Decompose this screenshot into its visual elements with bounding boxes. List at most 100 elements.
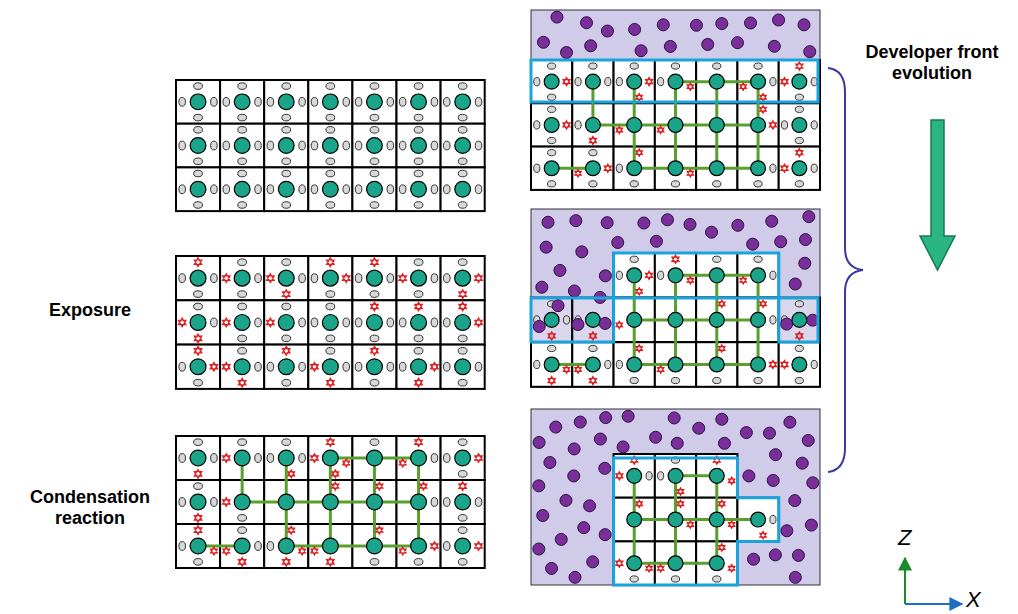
ligand	[458, 439, 467, 446]
activated-site	[781, 164, 788, 172]
lattice-cell	[176, 124, 220, 168]
ligand	[475, 185, 482, 194]
ligand	[605, 78, 611, 86]
developer-molecule	[804, 46, 816, 58]
process-label: Developer front evolution	[852, 42, 1012, 83]
activated-site	[420, 482, 427, 490]
lattice-cell	[531, 298, 572, 343]
ligand	[458, 471, 467, 478]
metal-center	[190, 494, 206, 510]
activated-site	[311, 362, 319, 371]
lattice-cell	[441, 300, 485, 344]
ligand	[458, 170, 467, 177]
activated-site	[760, 300, 766, 307]
ligand	[355, 362, 362, 371]
lattice-cell	[441, 124, 485, 168]
ligand	[671, 181, 679, 187]
metal-center	[585, 118, 600, 133]
lattice-cell	[441, 436, 485, 480]
metal-center	[668, 268, 683, 283]
activated-site	[475, 318, 483, 327]
developer-molecule	[568, 285, 580, 297]
ligand	[370, 127, 379, 134]
activated-site	[311, 454, 319, 463]
lattice-cell	[352, 124, 396, 168]
developer-molecule	[536, 281, 548, 293]
ligand	[414, 158, 423, 165]
ligand	[414, 559, 423, 566]
ligand	[443, 542, 450, 551]
ligand	[431, 141, 438, 150]
metal-center	[455, 181, 471, 197]
activated-site	[459, 482, 467, 491]
developer-molecule	[796, 457, 808, 469]
lattice-cell	[220, 124, 264, 168]
metal-center	[709, 74, 724, 89]
activated-site	[760, 94, 766, 101]
ligand	[238, 83, 247, 90]
activated-site	[399, 547, 406, 555]
activated-site	[677, 500, 683, 507]
developer-molecule	[775, 236, 787, 248]
activated-site	[589, 376, 596, 384]
developer-molecule	[552, 300, 564, 312]
activated-site	[677, 488, 683, 495]
grid	[176, 256, 485, 389]
ligand	[754, 377, 762, 383]
lattice-cell	[352, 167, 396, 211]
ligand	[370, 291, 379, 298]
developer-molecule	[587, 556, 599, 568]
x-axis	[905, 603, 962, 605]
developer-molecule	[551, 11, 563, 23]
activated-site	[563, 121, 570, 129]
ligand	[458, 114, 467, 121]
metal-center	[278, 359, 294, 375]
metal-center	[709, 118, 724, 133]
metal-center	[278, 94, 294, 110]
grid	[614, 454, 779, 585]
developer-molecule	[766, 215, 778, 227]
ligand	[443, 274, 450, 283]
metal-center	[627, 357, 642, 372]
developer-molecule	[789, 278, 801, 290]
ligand	[179, 274, 186, 283]
metal-center	[367, 450, 383, 466]
ligand	[194, 439, 203, 446]
ligand	[267, 542, 274, 551]
ligand	[443, 362, 450, 371]
ligand	[399, 97, 406, 106]
metal-center	[411, 315, 427, 331]
developer-molecule	[578, 522, 590, 534]
ligand	[311, 274, 318, 283]
developer-molecule	[599, 270, 611, 282]
ligand	[326, 83, 335, 90]
developer-molecule	[740, 427, 752, 439]
developer-molecule	[574, 416, 586, 428]
activated-site	[399, 459, 406, 467]
ligand	[431, 274, 438, 283]
metal-center	[751, 312, 766, 327]
activated-site	[371, 346, 379, 355]
lattice-cell	[308, 300, 352, 344]
ligand	[589, 150, 597, 156]
ligand	[282, 158, 291, 165]
activated-site	[604, 164, 611, 172]
dissolution-front	[531, 60, 818, 102]
activated-site	[342, 274, 350, 283]
activated-site	[223, 547, 230, 555]
ligand	[770, 271, 776, 279]
axis-label: X	[966, 589, 990, 611]
activated-site	[719, 300, 725, 307]
ligand	[255, 274, 262, 283]
ligand	[646, 472, 652, 480]
step-label: Exposure	[20, 300, 160, 321]
ligand	[548, 63, 556, 69]
metal-center	[367, 315, 383, 331]
metal-center	[322, 94, 338, 110]
ligand	[458, 515, 467, 522]
ligand	[255, 542, 262, 551]
developer-molecule	[718, 437, 730, 449]
activated-site	[719, 544, 725, 551]
metal-center	[455, 359, 471, 375]
metal-center	[627, 268, 642, 283]
